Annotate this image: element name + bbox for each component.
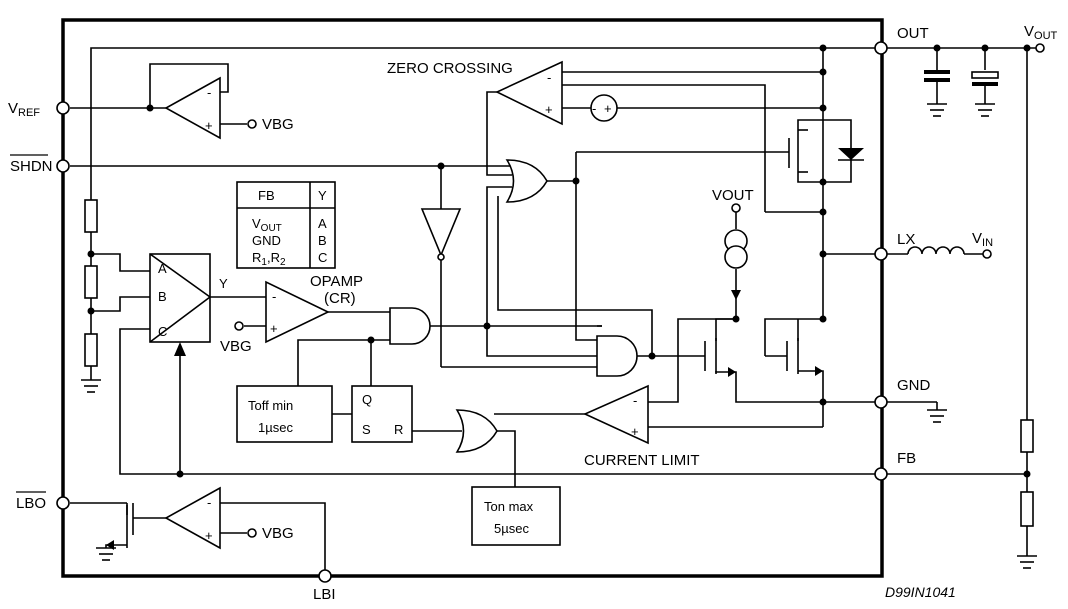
vout-ext-label: VOUT (1024, 23, 1058, 42)
svg-text:+: + (545, 102, 553, 117)
svg-text:-: - (592, 101, 596, 116)
gnd-label: GND (897, 377, 931, 394)
svg-text:-: - (272, 289, 276, 304)
ic-boundary (61, 18, 884, 578)
svg-text:1µsec: 1µsec (258, 420, 293, 435)
current-limit-comparator: - + (583, 384, 649, 445)
vref-label: VREF (8, 100, 40, 119)
svg-text:+: + (631, 424, 639, 439)
svg-text:B: B (158, 289, 167, 304)
svg-text:-: - (207, 85, 211, 100)
shdn-label: SHDN (10, 158, 53, 175)
svg-text:R1,R2: R1,R2 (252, 250, 286, 268)
vin-ext-label: VIN (972, 230, 993, 249)
lbi-label: LBI (313, 586, 336, 603)
fb-truth-table: FB Y VOUT A GND B R1,R2 C (236, 181, 336, 269)
svg-text:-: - (633, 393, 637, 408)
svg-text:B: B (318, 233, 327, 248)
svg-text:A: A (318, 216, 327, 231)
nmos-sense (704, 338, 736, 377)
svg-text:FB: FB (258, 188, 275, 203)
svg-text:Y: Y (318, 188, 327, 203)
nmos-lbo (105, 503, 134, 550)
pin-terminals (56, 41, 1045, 583)
opamp-cr: - + (265, 280, 330, 344)
svg-text:-: - (207, 495, 211, 510)
junctions (87, 44, 1031, 478)
current-source (724, 229, 748, 300)
ton-max-block: Ton max 5µsec (471, 486, 561, 546)
lbo-label: LBO (16, 495, 46, 512)
pin-labels: VREF SHDN LBO LBI OUT LX GND FB VOUT VIN (8, 23, 1058, 603)
lbi-comparator: - + (164, 486, 221, 550)
inductor (907, 246, 965, 255)
vref-buffer-opamp: - + (164, 76, 221, 140)
svg-text:Y: Y (219, 276, 228, 291)
svg-text:VOUT: VOUT (252, 216, 282, 234)
svg-text:+: + (270, 321, 278, 336)
and-gate-opamp (389, 307, 431, 345)
lx-label: LX (897, 231, 915, 248)
pmos-switch (788, 122, 864, 180)
zero-crossing-comparator: - + (495, 60, 563, 126)
out-label: OUT (897, 25, 929, 42)
vbg-label-2: VBG (220, 338, 252, 355)
or-gate-pmos (505, 159, 548, 203)
svg-text:A: A (158, 261, 167, 276)
output-capacitors (924, 70, 999, 104)
current-limit-label: CURRENT LIMIT (584, 452, 700, 469)
svg-text:R: R (394, 422, 403, 437)
svg-text:+: + (205, 118, 213, 133)
zero-crossing-label: ZERO CROSSING (387, 60, 513, 77)
svg-text:Toff min: Toff min (248, 398, 293, 413)
svg-text:-: - (547, 70, 551, 85)
voltage-source: - + (590, 94, 618, 122)
sr-flipflop: Q S R (351, 385, 413, 443)
block-labels: ZERO CROSSING OPAMP (CR) CURRENT LIMIT V… (220, 60, 956, 600)
opamp-label: OPAMP (310, 273, 363, 290)
shdn-inverter (420, 208, 462, 261)
svg-text:+: + (604, 101, 612, 116)
fb-mux: A B C Y (149, 253, 228, 360)
drawing-id: D99IN1041 (885, 584, 956, 600)
svg-text:Q: Q (362, 392, 372, 407)
svg-text:5µsec: 5µsec (494, 521, 529, 536)
ground-symbols (81, 103, 1037, 569)
and-gate-nmos (596, 325, 638, 377)
svg-text:C: C (318, 250, 327, 265)
opamp-cr-label: (CR) (324, 290, 356, 307)
svg-text:C: C (158, 324, 167, 339)
vbg-label-1: VBG (262, 116, 294, 133)
resistors (84, 199, 1034, 527)
or-gate-reset (455, 409, 498, 453)
nmos-power (765, 338, 823, 376)
vout-node-label: VOUT (712, 187, 754, 204)
svg-text:S: S (362, 422, 371, 437)
svg-text:+: + (205, 528, 213, 543)
svg-text:Ton max: Ton max (484, 499, 534, 514)
vbg-label-3: VBG (262, 525, 294, 542)
toff-min-block: Toff min 1µsec (236, 385, 333, 443)
svg-text:GND: GND (252, 233, 281, 248)
fb-label: FB (897, 450, 916, 467)
wiring (70, 47, 1036, 570)
